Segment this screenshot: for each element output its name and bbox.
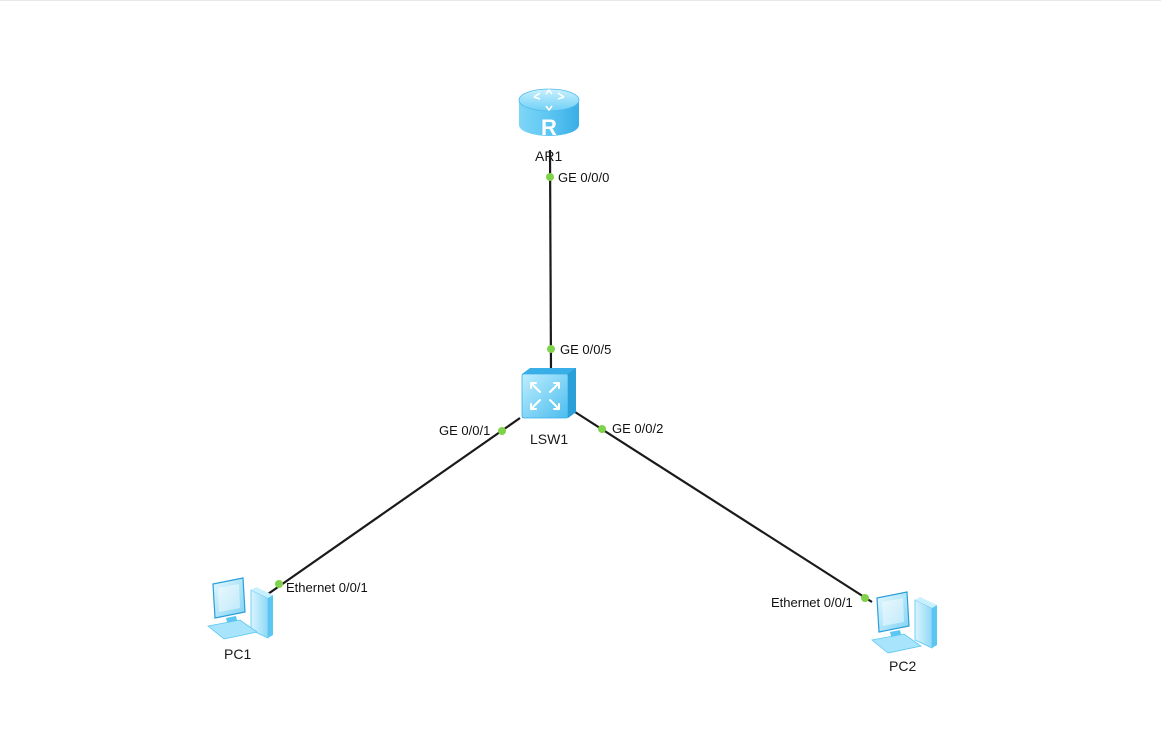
switch-icon[interactable] — [521, 368, 576, 419]
router-icon[interactable]: R — [518, 88, 580, 140]
port-label-lsw1-ge005: GE 0/0/5 — [560, 342, 612, 357]
link-lsw1-pc1[interactable] — [267, 417, 521, 595]
link-lsw1-pc2[interactable] — [574, 411, 873, 603]
device-label-lsw1: LSW1 — [530, 431, 569, 447]
port-dot-lsw1-ge002[interactable] — [598, 425, 606, 433]
link-ar1-lsw1[interactable] — [548, 149, 553, 373]
router-glyph: R — [541, 115, 557, 140]
port-label-lsw1-ge002: GE 0/0/2 — [612, 421, 664, 436]
port-dot-lsw1-ge005[interactable] — [547, 345, 555, 353]
device-label-pc1: PC1 — [224, 646, 252, 662]
port-label-pc1-eth001: Ethernet 0/0/1 — [286, 580, 368, 595]
port-dot-pc2-eth001[interactable] — [861, 594, 869, 602]
port-dot-ar1-ge000[interactable] — [546, 173, 554, 181]
device-label-pc2: PC2 — [889, 658, 917, 674]
port-label-lsw1-ge001: GE 0/0/1 — [439, 423, 491, 438]
device-label-ar1: AR1 — [535, 148, 563, 164]
port-dot-pc1-eth001[interactable] — [275, 580, 283, 588]
pc-icon[interactable] — [207, 577, 273, 640]
port-dot-lsw1-ge001[interactable] — [498, 427, 506, 435]
top-border — [0, 0, 1161, 1]
port-label-ar1-ge000: GE 0/0/0 — [558, 170, 610, 185]
port-label-pc2-eth001: Ethernet 0/0/1 — [771, 595, 853, 610]
pc-icon[interactable] — [871, 591, 937, 654]
